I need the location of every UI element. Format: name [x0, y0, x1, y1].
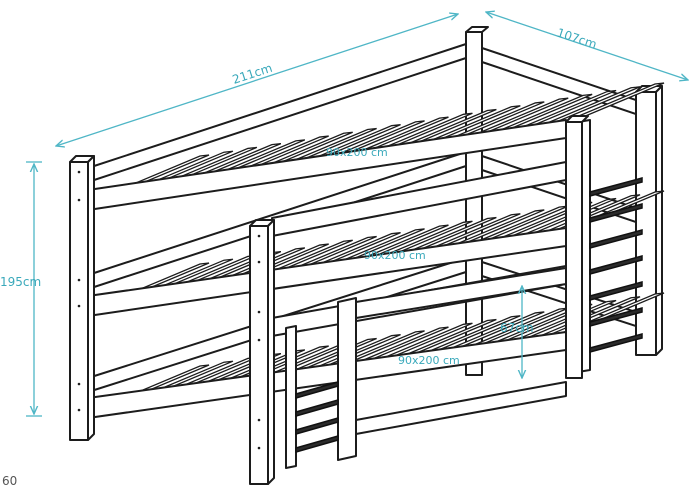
dimension-height: 195cm	[0, 161, 42, 417]
dimension-gap: 67cm	[500, 286, 534, 378]
ladder-rung	[295, 399, 339, 417]
right-end-ladder	[577, 119, 643, 373]
mattress-label-top: 90x200 cm	[326, 146, 388, 159]
pullout-frame	[285, 267, 567, 469]
page-number: 60	[2, 474, 18, 488]
ladder-rung	[589, 255, 643, 275]
front-ladder	[295, 381, 339, 453]
back-far-right-post	[635, 85, 663, 356]
gap-label: 67cm	[500, 321, 534, 335]
front-left-post	[69, 155, 95, 441]
ladder-rung	[589, 307, 643, 327]
height-label: 195cm	[0, 275, 41, 289]
ladder-rung	[295, 435, 339, 453]
front-right-post	[565, 115, 589, 379]
slats-bottom-level	[99, 292, 665, 409]
ladder-rung	[589, 203, 643, 223]
ladder-rung	[589, 281, 643, 301]
mattress-label-bottom: 90x200 cm	[398, 354, 460, 367]
ladder-rung	[589, 177, 643, 197]
length-label: 211cm	[231, 61, 275, 87]
ladder-rung	[295, 417, 339, 435]
width-label: 107cm	[555, 26, 599, 52]
ladder-rung	[295, 381, 339, 399]
mattress-label-middle: 90x200 cm	[364, 249, 426, 262]
ladder-rung	[589, 333, 643, 353]
front-middle-post	[249, 219, 275, 485]
ladder-rung	[589, 229, 643, 249]
